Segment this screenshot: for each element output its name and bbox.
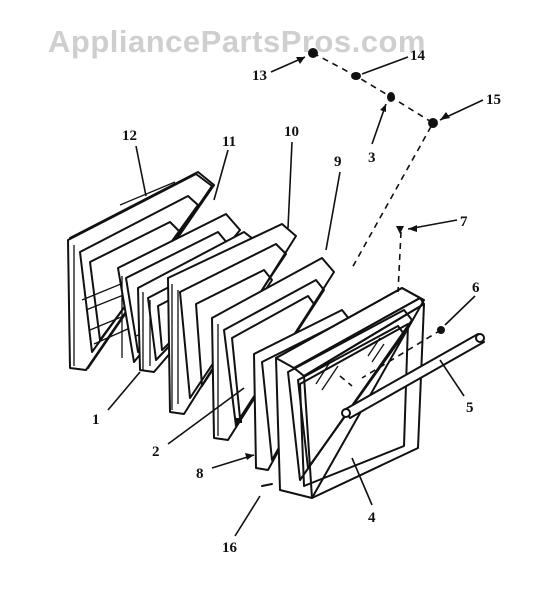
- callout-12: 12: [122, 128, 137, 144]
- assembly-lines: [312, 52, 442, 387]
- callout-3: 3: [368, 150, 376, 166]
- callout-labels: 13 14 3 15 7 6 5 4 8 16 2 1 12 11 10 9: [92, 48, 501, 556]
- callout-6: 6: [472, 280, 480, 296]
- callout-16: 16: [222, 540, 238, 556]
- part-4-outer-door: [275, 287, 425, 499]
- callout-4: 4: [368, 510, 376, 526]
- callout-10: 10: [284, 124, 299, 140]
- watermark-text: AppliancePartsPros.com: [48, 24, 426, 59]
- callout-14: 14: [410, 48, 426, 64]
- callout-5: 5: [466, 400, 474, 416]
- callout-2: 2: [152, 444, 160, 460]
- callout-9: 9: [334, 154, 342, 170]
- part-7-screw: [396, 226, 404, 234]
- callout-7: 7: [460, 214, 468, 230]
- callout-1: 1: [92, 412, 100, 428]
- callout-13: 13: [252, 68, 267, 84]
- callout-15: 15: [486, 92, 501, 108]
- leader-lines: [107, 56, 484, 537]
- part-5-door-handle: [341, 333, 485, 419]
- callout-11: 11: [222, 134, 236, 150]
- part-16-clip: [261, 483, 273, 487]
- callout-8: 8: [196, 466, 204, 482]
- part-15-screw: [428, 118, 438, 128]
